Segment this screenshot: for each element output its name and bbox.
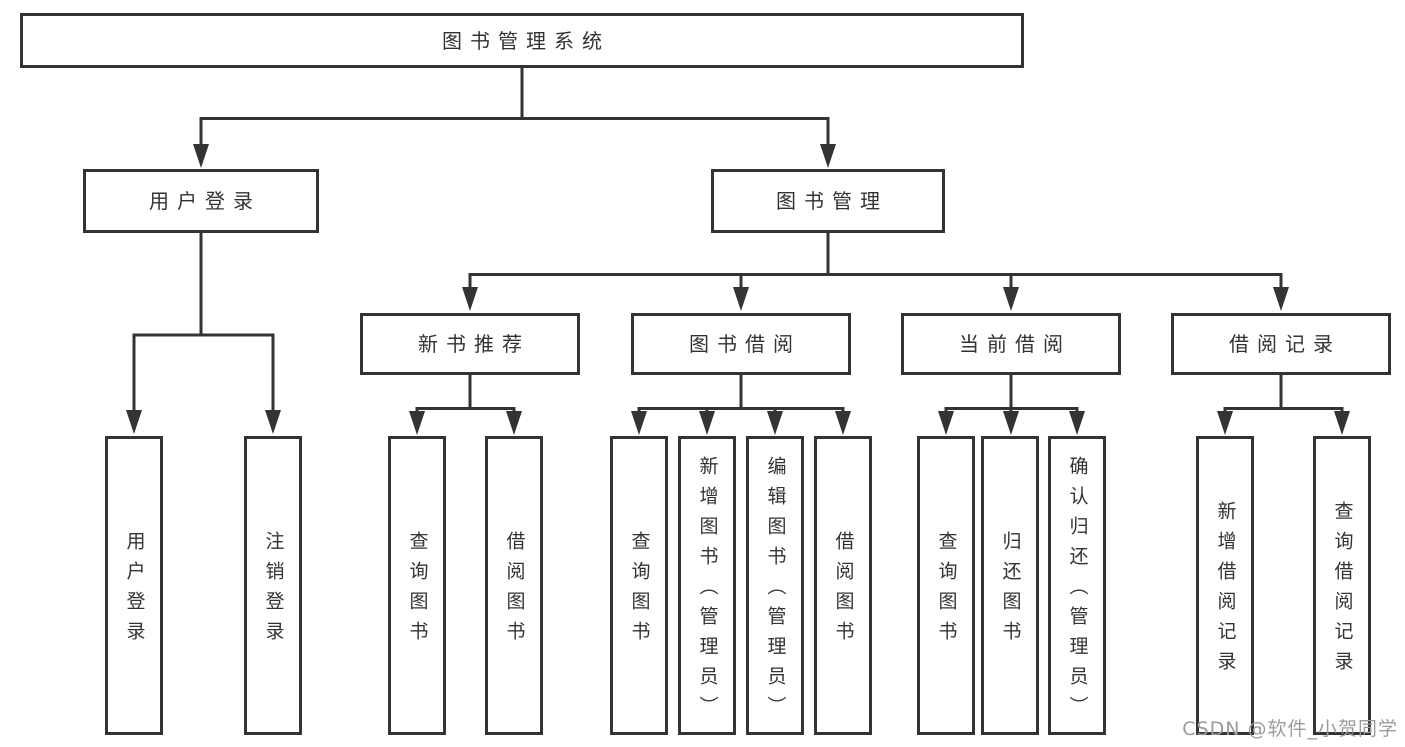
edge-root-to-level2	[199, 68, 830, 146]
node-leaf-nb-query-books-label: 查询图书	[406, 531, 429, 651]
node-book-management: 图书管理	[711, 169, 945, 233]
node-borrow-records: 借阅记录	[1171, 313, 1391, 375]
node-leaf-user-login-label: 用户登录	[123, 531, 146, 651]
edge-newbooks-to-leaves	[415, 375, 516, 413]
node-leaf-cb-query-books: 查询图书	[917, 436, 975, 735]
node-leaf-bb-borrow-books: 借阅图书	[814, 436, 872, 735]
node-leaf-cb-query-books-label: 查询图书	[935, 531, 958, 651]
arrowheads	[126, 144, 1350, 435]
node-book-borrow-label: 图书借阅	[689, 332, 801, 356]
node-leaf-br-add-record-label: 新增借阅记录	[1214, 501, 1237, 681]
node-leaf-logout: 注销登录	[244, 436, 302, 735]
node-user-login: 用户登录	[83, 169, 319, 233]
node-leaf-bb-edit-books-admin-label: 编辑图书（管理员）	[764, 456, 787, 726]
node-leaf-br-query-record: 查询借阅记录	[1313, 436, 1371, 735]
node-leaf-nb-borrow-books-label: 借阅图书	[503, 531, 526, 651]
node-root-system: 图书管理系统	[20, 13, 1024, 68]
edge-bookmgmt-to-level3	[468, 233, 1283, 289]
node-leaf-bb-query-books-label: 查询图书	[628, 531, 651, 651]
node-current-borrow-label: 当前借阅	[959, 332, 1071, 356]
node-leaf-cb-return-books-label: 归还图书	[999, 531, 1022, 651]
node-new-book-recommend-label: 新书推荐	[418, 332, 530, 356]
node-leaf-cb-confirm-return-admin-label: 确认归还（管理员）	[1066, 456, 1089, 726]
node-leaf-nb-query-books: 查询图书	[388, 436, 446, 735]
node-leaf-bb-query-books: 查询图书	[610, 436, 668, 735]
node-book-management-label: 图书管理	[776, 189, 888, 213]
csdn-watermark: CSDN @软件_小贺同学	[1182, 718, 1398, 740]
node-leaf-bb-add-books-admin: 新增图书（管理员）	[678, 436, 736, 735]
node-new-book-recommend: 新书推荐	[360, 313, 580, 375]
node-current-borrow: 当前借阅	[901, 313, 1121, 375]
node-leaf-cb-confirm-return-admin: 确认归还（管理员）	[1048, 436, 1106, 735]
node-borrow-records-label: 借阅记录	[1229, 332, 1341, 356]
node-book-borrow: 图书借阅	[631, 313, 851, 375]
node-leaf-logout-label: 注销登录	[262, 531, 285, 651]
node-leaf-br-add-record: 新增借阅记录	[1196, 436, 1254, 735]
node-leaf-bb-add-books-admin-label: 新增图书（管理员）	[696, 456, 719, 726]
edge-records-to-leaves	[1223, 375, 1344, 413]
node-leaf-nb-borrow-books: 借阅图书	[485, 436, 543, 735]
node-leaf-br-query-record-label: 查询借阅记录	[1331, 501, 1354, 681]
edge-userlogin-to-leaves	[132, 233, 275, 412]
node-leaf-bb-borrow-books-label: 借阅图书	[832, 531, 855, 651]
edge-currentborrow-to-leaves	[944, 375, 1079, 413]
node-leaf-user-login: 用户登录	[105, 436, 163, 735]
node-user-login-label: 用户登录	[149, 189, 261, 213]
edge-bookborrow-to-leaves	[637, 375, 845, 413]
node-leaf-cb-return-books: 归还图书	[981, 436, 1039, 735]
node-root-label: 图书管理系统	[442, 28, 610, 53]
node-leaf-bb-edit-books-admin: 编辑图书（管理员）	[746, 436, 804, 735]
